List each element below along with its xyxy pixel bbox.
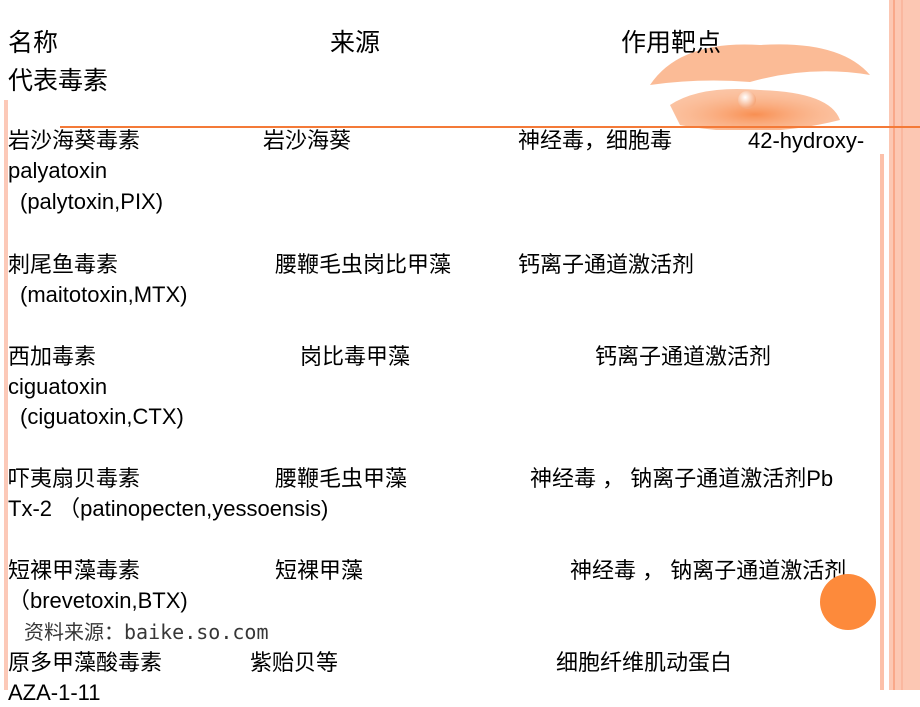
oyster-pearl-image [650,44,870,130]
row-source: 紫贻贝等 [250,650,339,675]
decorative-left-line [4,100,8,690]
row-line2: （brevetoxin,BTX) [8,588,188,613]
header-divider [60,126,920,128]
row-target: 神经毒，细胞毒 [518,128,673,153]
header-representative: 代表毒素 [8,67,109,95]
row-extra: 42-hydroxy- [748,128,865,153]
row-source: 腰鞭毛虫甲藻 [275,466,408,491]
row-line2: (maitotoxin,MTX) [20,282,188,307]
row-source: 岗比毒甲藻 [300,344,411,369]
row-name: 岩沙海葵毒素 [8,128,141,153]
row-name: 原多甲藻酸毒素 [8,650,163,675]
row-name: 短裸甲藻毒素 [8,558,141,583]
row-target: 神经毒 ， 钠离子通道激活剂 [570,558,847,583]
header-source: 来源 [330,29,381,57]
row-name: 西加毒素 [8,344,97,369]
row-source: 岩沙海葵 [263,128,352,153]
row-name: 吓夷扇贝毒素 [8,466,141,491]
row-target: 钙离子通道激活剂 [518,252,695,277]
row-target: 神经毒 ， 钠离子通道激活剂Pb [530,466,834,491]
header-target: 作用靶点 [621,29,722,57]
source-watermark: 资料来源：baike.so.com [24,620,269,644]
row-source: 短裸甲藻 [275,558,364,583]
row-line2: palyatoxin [8,158,108,183]
row-line2: Tx-2 （patinopecten,yessoensis) [8,496,329,521]
row-target: 细胞纤维肌动蛋白 [556,650,733,675]
row-target: 钙离子通道激活剂 [595,344,772,369]
decorative-orange-circle [820,574,876,630]
row-line3: (palytoxin,PIX) [20,189,164,214]
header-name: 名称 [8,29,59,57]
row-source: 腰鞭毛虫岗比甲藻 [275,252,452,277]
row-line2: ciguatoxin [8,374,108,399]
row-line3: (ciguatoxin,CTX) [20,404,184,429]
decorative-vertical-line [880,154,884,690]
row-line2: AZA-1-11 [8,680,101,705]
decorative-stripe-band [889,0,920,690]
row-name: 刺尾鱼毒素 [8,252,119,277]
